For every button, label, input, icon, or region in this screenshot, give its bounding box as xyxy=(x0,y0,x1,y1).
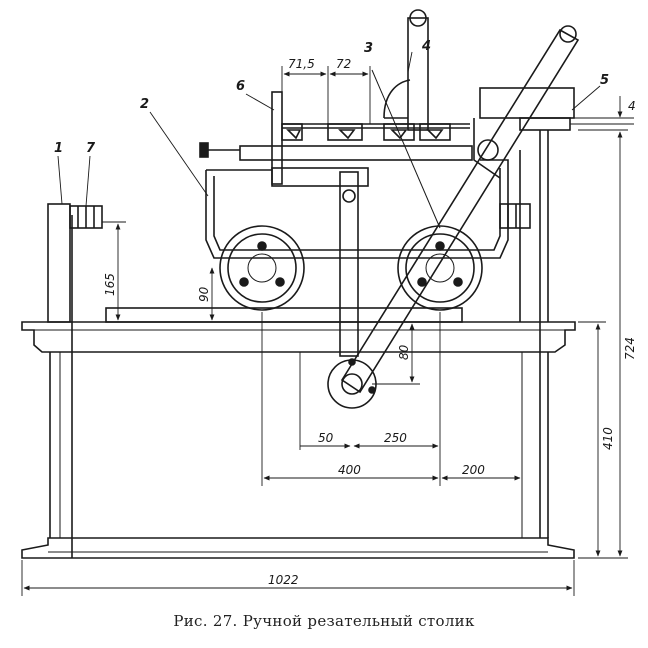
carriage xyxy=(69,91,531,311)
callout-5: 5 xyxy=(600,73,609,88)
cutting-table-drawing: 1 7 2 6 3 4 5 1022 724 410 400 200 250 5… xyxy=(21,9,637,596)
lever-mechanism xyxy=(327,9,580,409)
frame xyxy=(21,117,576,559)
callout-3: 3 xyxy=(364,41,373,56)
callout-4: 4 xyxy=(421,39,431,54)
dim-410: 410 xyxy=(601,427,615,450)
dim-80: 80 xyxy=(397,344,411,360)
callout-labels: 1 7 2 6 3 4 5 xyxy=(54,39,609,156)
dim-50: 50 xyxy=(318,431,334,445)
callout-6: 6 xyxy=(236,79,245,94)
dim-90: 90 xyxy=(197,286,211,302)
figure-caption: Рис. 27. Ручной резательный столик xyxy=(173,612,475,630)
dim-200: 200 xyxy=(462,463,485,477)
dim-72: 72 xyxy=(336,57,351,71)
dim-1022: 1022 xyxy=(268,573,299,587)
dim-4: 4 xyxy=(628,99,636,113)
dim-400: 400 xyxy=(338,463,361,477)
callout-1: 1 xyxy=(54,141,63,156)
dim-724: 724 xyxy=(623,337,637,360)
dim-71-5: 71,5 xyxy=(288,57,315,71)
dim-250: 250 xyxy=(384,431,407,445)
dimension-labels: 1022 724 410 400 200 250 50 80 90 165 71… xyxy=(103,57,637,587)
dimension-lines xyxy=(21,51,634,596)
callout-2: 2 xyxy=(140,97,149,112)
dim-165: 165 xyxy=(103,273,117,296)
callout-7: 7 xyxy=(86,141,96,156)
